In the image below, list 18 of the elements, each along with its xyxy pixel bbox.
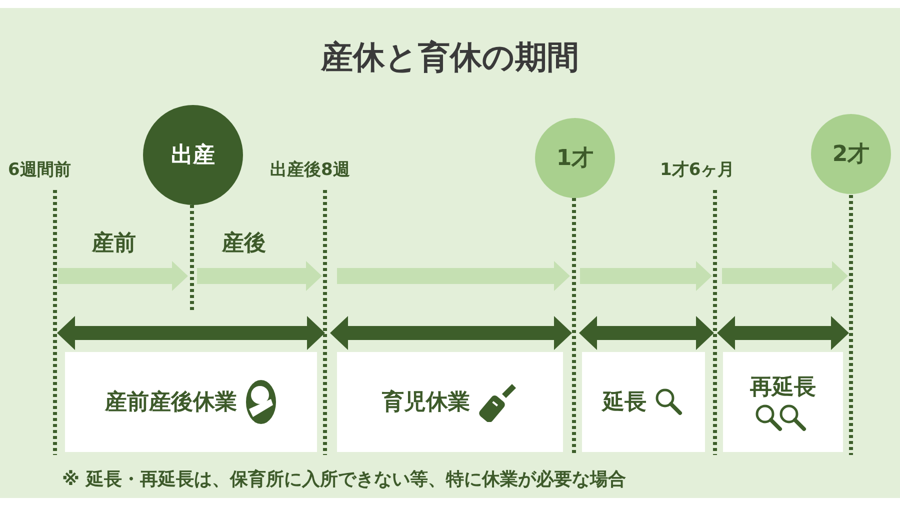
footnote: ※ 延長・再延長は、保育所に入所できない等、特に休業が必要な場合 [62, 468, 626, 491]
period-box [723, 352, 843, 452]
phase-label: 産後 [222, 230, 266, 258]
phase-label: 産前 [92, 230, 136, 258]
marker-label: 出産 [171, 142, 215, 170]
time-label: 出産後8週 [270, 159, 350, 181]
period-label: 産前産後休業 [105, 389, 237, 417]
time-label: 6週間前 [8, 159, 71, 181]
period-box [65, 352, 317, 452]
title: 産休と育休の期間 [320, 37, 580, 78]
time-label: 1才6ヶ月 [660, 159, 735, 181]
period-box [582, 352, 705, 452]
marker-label: 1才 [556, 145, 594, 173]
period-label: 再延長 [750, 374, 816, 402]
period-label: 育児休業 [382, 388, 470, 417]
period-box [337, 352, 563, 452]
marker-label: 2才 [832, 141, 870, 169]
period-label: 延長 [602, 389, 646, 417]
